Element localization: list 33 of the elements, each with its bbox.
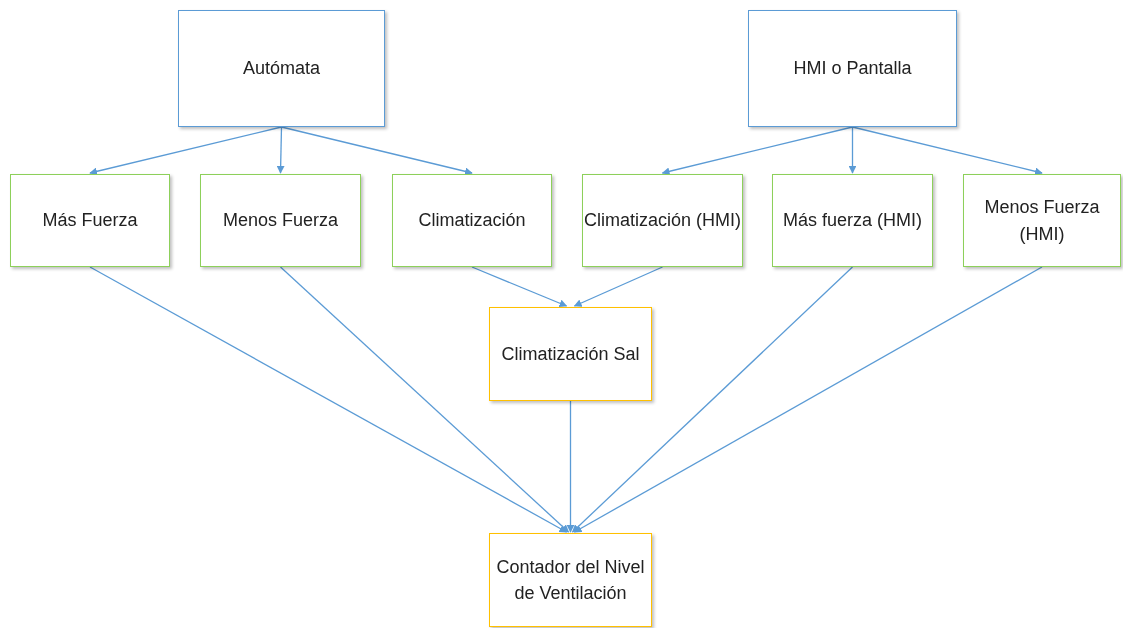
arrow <box>661 126 854 176</box>
arrow <box>279 266 570 533</box>
arrow <box>89 266 568 533</box>
arrow <box>471 266 568 307</box>
box-label: HMI o Pantalla <box>793 57 912 81</box>
box-label: Climatización <box>418 209 526 233</box>
process-box <box>748 10 957 127</box>
box-label: Contador del Nivel de Ventilación <box>495 555 646 605</box>
box-label: Más Fuerza <box>42 209 138 233</box>
process-box <box>963 174 1121 267</box>
box-label: Menos Fuerza (HMI) <box>983 196 1101 246</box>
process-box <box>178 10 385 127</box>
process-box <box>772 174 933 267</box>
arrow <box>89 126 283 176</box>
process-box <box>10 174 170 267</box>
process-box <box>392 174 552 267</box>
box-label: Climatización (HMI) <box>584 209 741 233</box>
arrow <box>573 266 664 307</box>
process-box <box>489 533 652 627</box>
arrow <box>566 400 575 533</box>
box-label: Autómata <box>242 57 320 81</box>
arrow <box>276 126 285 174</box>
arrow <box>571 266 854 533</box>
arrow <box>280 126 473 176</box>
process-box <box>489 307 652 401</box>
box-label: Climatización Sal <box>501 342 640 366</box>
arrow <box>851 126 1043 176</box>
process-box <box>582 174 743 267</box>
arrow <box>573 266 1043 533</box>
arrow <box>848 126 857 174</box>
box-label: Más fuerza (HMI) <box>783 209 922 233</box>
process-box <box>200 174 361 267</box>
box-label: Menos Fuerza <box>222 209 339 233</box>
